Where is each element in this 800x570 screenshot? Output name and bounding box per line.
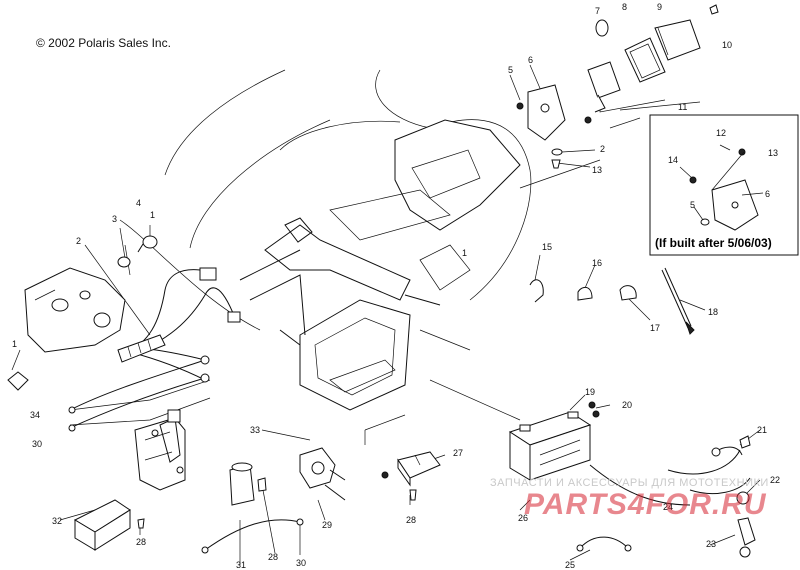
callout-17: 17 <box>650 323 660 333</box>
callout-2: 2 <box>600 144 605 154</box>
callout-24: 24 <box>663 502 673 512</box>
callout-27: 27 <box>453 448 463 458</box>
callout-20: 20 <box>622 400 632 410</box>
callout-23: 23 <box>706 539 716 549</box>
callout-11: 11 <box>678 102 687 112</box>
callout-15: 15 <box>542 242 552 252</box>
callout-9: 9 <box>657 2 662 12</box>
wiring-harness <box>68 267 241 432</box>
callout-28: 28 <box>406 515 416 525</box>
watermark-tagline: ЗАПЧАСТИ И АКСЕССУАРЫ ДЛЯ МОТОТЕХНИКИ <box>490 477 769 489</box>
callout-13: 13 <box>768 148 778 158</box>
callout-19: 19 <box>585 387 595 397</box>
leader-lines <box>11 64 761 565</box>
callout-32: 32 <box>52 516 62 526</box>
callout-25: 25 <box>565 560 575 570</box>
callout-26: 26 <box>518 513 528 523</box>
callout-8: 8 <box>622 2 627 12</box>
callout-13: 13 <box>592 165 602 175</box>
callout-31: 31 <box>236 560 246 570</box>
copyright-notice: © 2002 Polaris Sales Inc. <box>36 36 171 50</box>
callout-21: 21 <box>757 425 767 435</box>
callout-12: 12 <box>716 128 726 138</box>
callout-1: 1 <box>150 210 155 220</box>
callout-10: 10 <box>722 40 732 50</box>
key-switch <box>117 235 158 268</box>
callout-29: 29 <box>322 520 332 530</box>
starter-components <box>201 447 441 554</box>
inset-caption: (If built after 5/06/03) <box>655 236 772 250</box>
callout-1: 1 <box>462 248 467 258</box>
callout-3: 3 <box>112 214 117 224</box>
rear-panel <box>329 119 521 291</box>
callout-5: 5 <box>690 200 695 210</box>
callout-1: 1 <box>12 339 17 349</box>
callout-4: 4 <box>136 198 141 208</box>
callout-5: 5 <box>508 65 513 75</box>
battery-cables <box>576 435 756 558</box>
callout-30: 30 <box>296 558 306 568</box>
callout-2: 2 <box>76 236 81 246</box>
callout-18: 18 <box>708 307 718 317</box>
callout-6: 6 <box>765 189 770 199</box>
callout-33: 33 <box>250 425 260 435</box>
callout-28: 28 <box>136 537 146 547</box>
callout-14: 14 <box>668 155 678 165</box>
clips-and-clamps <box>529 267 695 335</box>
callout-16: 16 <box>592 258 602 268</box>
frame <box>239 217 441 411</box>
callout-22: 22 <box>770 475 780 485</box>
bracket-and-cdi <box>73 409 186 551</box>
watermark-logo: PARTS4FOR.RU <box>524 488 767 521</box>
battery <box>508 401 600 481</box>
callout-34: 34 <box>30 410 40 420</box>
taillight-assembly <box>516 4 719 169</box>
instrument-pod <box>7 267 126 391</box>
callout-28: 28 <box>268 552 278 562</box>
callout-6: 6 <box>528 55 533 65</box>
callout-labels: 1 1 1 2 2 3 4 5 5 6 6 7 8 9 10 11 12 13 … <box>12 2 780 570</box>
inset-box <box>649 114 799 256</box>
callout-30: 30 <box>32 439 42 449</box>
callout-7: 7 <box>595 6 600 16</box>
